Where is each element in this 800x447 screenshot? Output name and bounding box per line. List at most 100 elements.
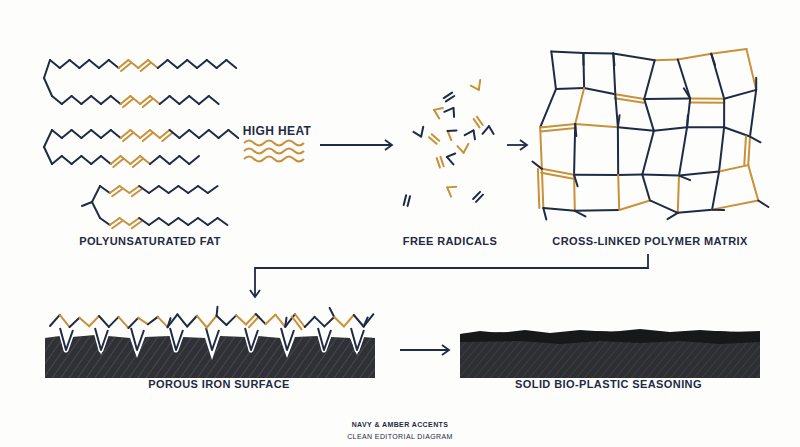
- heat-waves: [244, 141, 304, 162]
- bond: [642, 175, 650, 201]
- polymer-network: [532, 49, 768, 219]
- bond: [447, 187, 451, 196]
- bond: [112, 189, 122, 196]
- bond: [170, 130, 180, 138]
- bond: [160, 156, 170, 164]
- bond: [448, 131, 452, 140]
- bond: [678, 210, 712, 213]
- bond: [141, 63, 151, 71]
- bond: [315, 317, 325, 326]
- bond: [207, 316, 217, 328]
- bond: [120, 186, 130, 193]
- bond: [139, 186, 149, 193]
- stage-caption: SOLID BIO-PLASTIC SEASONING: [515, 378, 702, 391]
- bond: [711, 54, 715, 65]
- bond: [123, 133, 133, 141]
- bond: [128, 318, 138, 328]
- bond: [295, 314, 305, 327]
- bond: [109, 60, 119, 68]
- bond: [188, 186, 198, 193]
- bond: [575, 124, 618, 127]
- bond: [285, 314, 295, 327]
- footer-note: CLEAN EDITORIAL DIAGRAM: [347, 433, 453, 440]
- bond: [91, 156, 101, 164]
- bond: [464, 144, 469, 153]
- bond: [70, 318, 80, 327]
- bond: [138, 318, 148, 324]
- bond: [130, 96, 140, 104]
- bond: [132, 221, 142, 228]
- bond: [81, 96, 91, 104]
- bond: [444, 108, 453, 112]
- bond: [177, 314, 187, 326]
- bond: [199, 130, 209, 138]
- anchor-outline: [60, 328, 73, 350]
- bond: [750, 137, 761, 143]
- bond: [750, 90, 756, 137]
- bond: [540, 124, 575, 127]
- bond: [724, 127, 750, 136]
- bond: [686, 115, 689, 127]
- bond: [613, 53, 654, 60]
- bond: [79, 60, 89, 68]
- bond: [644, 97, 690, 99]
- bond: [678, 54, 711, 60]
- bond: [479, 80, 480, 90]
- bond: [452, 108, 455, 117]
- bond: [330, 308, 335, 317]
- bond: [150, 96, 160, 104]
- bond: [109, 317, 119, 327]
- bond: [540, 89, 556, 127]
- bond: [748, 137, 750, 166]
- bond: [188, 218, 198, 225]
- bond: [217, 60, 227, 68]
- bond: [582, 53, 585, 88]
- anchor: [318, 328, 331, 350]
- stage-panel: POROUS IRON SURFACE: [40, 300, 398, 395]
- bond: [121, 63, 131, 71]
- bond: [574, 174, 618, 176]
- bond: [207, 60, 217, 68]
- bond: [112, 221, 122, 228]
- bond: [169, 218, 179, 225]
- bond: [551, 52, 556, 90]
- bond: [72, 156, 82, 164]
- bond: [92, 202, 100, 218]
- bond: [334, 317, 344, 327]
- bond: [168, 314, 178, 327]
- bond: [679, 172, 719, 176]
- bond: [44, 147, 52, 164]
- bond: [690, 97, 724, 99]
- bond: [755, 78, 757, 90]
- anchor-outline: [351, 328, 364, 350]
- bond: [644, 60, 655, 99]
- bond: [113, 159, 123, 167]
- bond: [111, 96, 121, 104]
- bond: [52, 130, 62, 138]
- bond: [758, 201, 768, 208]
- bond: [679, 176, 690, 180]
- bond: [169, 186, 179, 193]
- bond: [177, 60, 187, 68]
- bond: [712, 201, 758, 210]
- bond: [70, 60, 80, 68]
- bond: [542, 169, 543, 208]
- bond: [642, 174, 679, 177]
- bond: [92, 186, 100, 202]
- bond: [217, 316, 227, 325]
- bond: [179, 130, 189, 138]
- bond: [101, 130, 111, 138]
- bond: [228, 130, 238, 138]
- bond: [724, 90, 756, 99]
- bond: [139, 218, 149, 225]
- bond: [654, 127, 687, 131]
- bond: [719, 127, 724, 171]
- bond: [91, 96, 101, 104]
- bond: [226, 315, 236, 325]
- bond: [50, 60, 60, 68]
- bond: [158, 317, 168, 327]
- bond: [44, 78, 52, 96]
- anchor: [95, 328, 108, 350]
- bond: [89, 316, 99, 326]
- bond: [82, 202, 92, 206]
